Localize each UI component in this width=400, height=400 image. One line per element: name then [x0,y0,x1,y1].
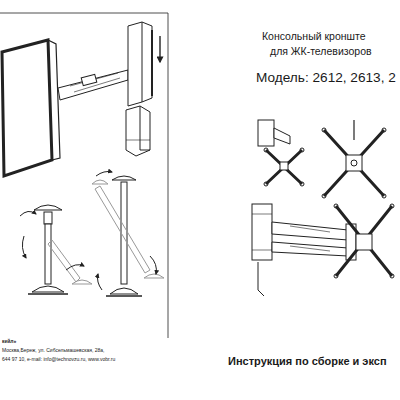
title-text: Консольный кронште [262,30,365,42]
contact-note: 644 97 10, e-mail: info@technovzu.ru, ww… [2,357,115,363]
contact-note: Москва,Береж, ул. Сибсельмашевская, 28а, [2,348,105,354]
title-text: для ЖК-телевизоров [270,45,372,57]
subtitle-text: Инструкция по сборке и эксп [228,355,387,368]
title-text: Модель: 2612, 2613, 2 [256,70,396,86]
contact-note: кейл» [2,339,16,345]
